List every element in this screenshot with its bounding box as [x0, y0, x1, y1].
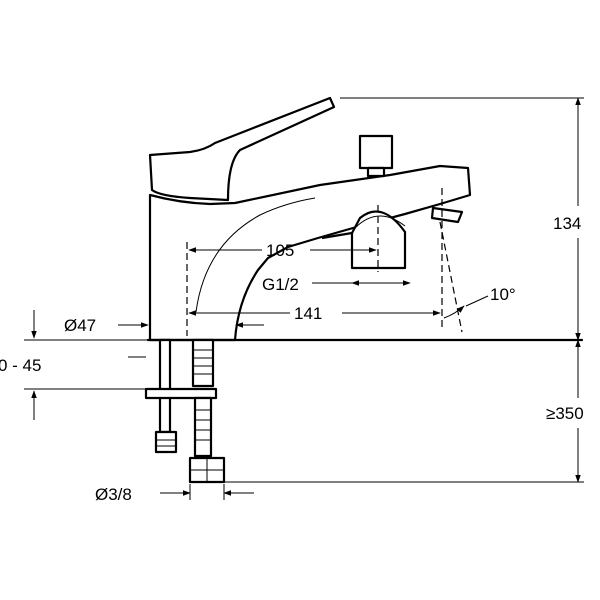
label-min-length: ≥350 — [546, 404, 584, 423]
label-reach-outer: 141 — [294, 304, 322, 323]
supply-hose-top — [191, 338, 215, 388]
mounting-rod — [158, 338, 172, 434]
dimension-labels: 134 105 G1/2 141 10° Ø47 0 - 45 ≥350 Ø3/… — [0, 214, 584, 504]
diverter-stem — [366, 166, 386, 178]
shower-connector-arc — [354, 215, 406, 229]
label-deck-thickness: 0 - 45 — [0, 356, 41, 375]
hex-fitting-lines — [190, 458, 224, 482]
lever-handle — [148, 96, 336, 202]
label-angle: 10° — [490, 285, 516, 304]
label-height: 134 — [553, 214, 581, 233]
under-deck-assembly — [144, 338, 226, 484]
label-thread: G1/2 — [262, 275, 299, 294]
dim-angle-arc — [443, 305, 465, 319]
diverter-knob — [358, 134, 394, 170]
spout-outlet — [430, 206, 464, 224]
label-pipe-diameter: Ø3/8 — [95, 485, 132, 504]
hose-threads-top — [193, 349, 213, 375]
rod-nut-lines — [156, 439, 176, 447]
hose-threads-bottom — [195, 409, 211, 441]
supply-hose-bottom — [193, 396, 213, 458]
faucet-body — [148, 96, 472, 342]
shower-connector — [321, 210, 407, 270]
outlet-angle-line — [439, 221, 463, 333]
dimensions — [24, 97, 584, 500]
centerlines — [186, 188, 463, 336]
label-reach-inner: 105 — [266, 241, 294, 260]
spout-body — [148, 164, 472, 342]
spout-curve — [195, 197, 316, 313]
fixing-plate — [144, 387, 218, 400]
label-body-diameter: Ø47 — [64, 316, 96, 335]
dim-angle-leader — [465, 295, 489, 307]
rod-nut — [154, 430, 178, 454]
